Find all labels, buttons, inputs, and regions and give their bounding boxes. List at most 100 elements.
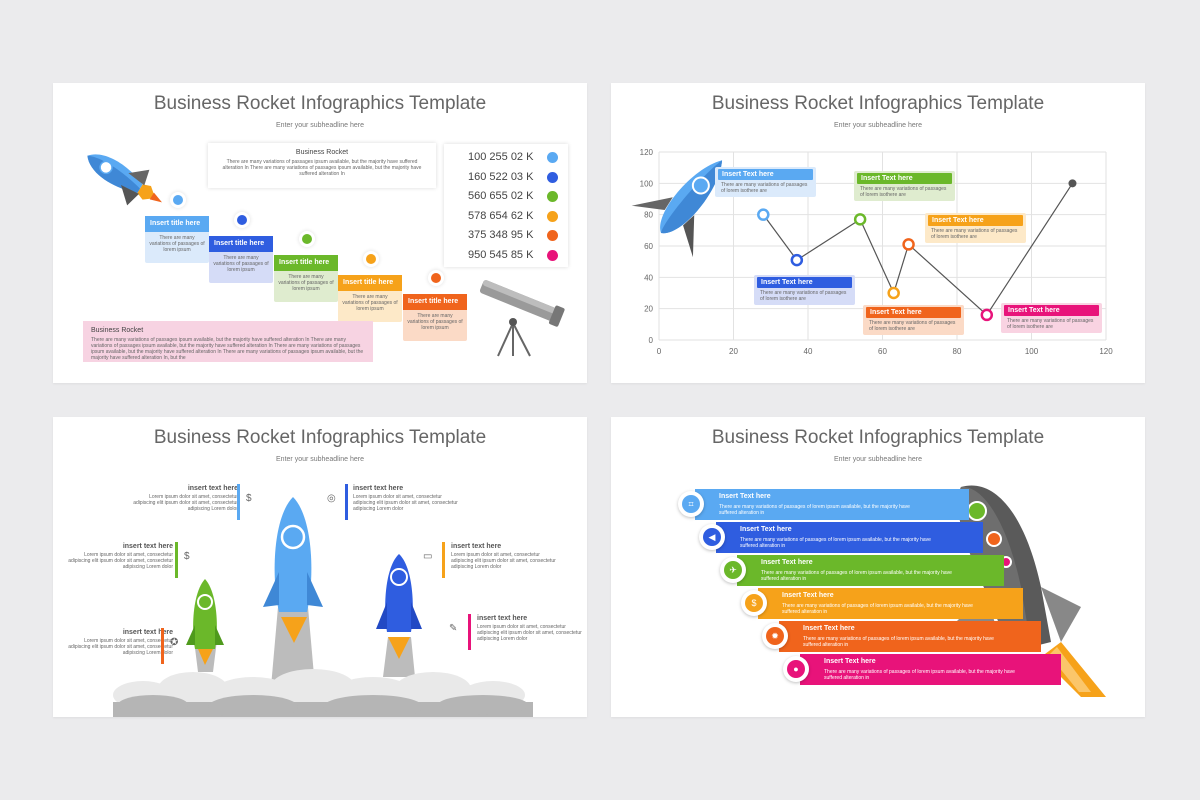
document-icon: ✎ — [449, 623, 458, 634]
callout-body: There are many variations of passages of… — [721, 182, 808, 194]
x-tick-label: 100 — [1025, 347, 1039, 356]
color-dot — [547, 230, 558, 241]
info-card-top: Business Rocket There are many variation… — [208, 143, 436, 188]
band-icon-badge: $ — [741, 590, 767, 616]
value-row: 100 255 02 K — [444, 149, 564, 168]
band-title: Insert Text here — [761, 559, 813, 566]
x-tick-label: 20 — [729, 347, 738, 356]
color-dot — [547, 171, 558, 183]
slide-1[interactable]: Business Rocket Infographics Template En… — [53, 83, 587, 383]
color-dot — [547, 249, 558, 261]
step-marker — [366, 254, 376, 264]
value-row: 578 654 62 K — [444, 208, 564, 227]
step-marker — [302, 234, 312, 244]
step-title: Insert title here — [338, 275, 402, 291]
telescope-icon — [479, 280, 565, 357]
item-title: insert text here — [353, 485, 404, 492]
callout-body: There are many variations of passages of… — [860, 186, 947, 198]
value-row: 160 522 03 K — [444, 169, 564, 188]
band-body: There are many variations of passages of… — [782, 603, 973, 615]
band-body: There are many variations of passages of… — [824, 669, 1015, 681]
step-title: Insert title here — [403, 294, 467, 310]
color-dot — [547, 152, 558, 163]
rocket-icon — [87, 154, 163, 206]
value-text: 950 545 85 K — [468, 248, 534, 261]
plane-icon: ✈ — [724, 561, 742, 579]
item-body: Lorem ipsum dolor sit amet, consectetur … — [68, 552, 173, 570]
callout-title: Insert Text here — [718, 169, 813, 180]
rocket-launch-illustration — [113, 497, 533, 717]
accent-bar — [237, 484, 240, 520]
info-card-heading: Business Rocket — [91, 327, 144, 334]
slide-subtitle: Enter your subheadline here — [276, 456, 364, 463]
item-body: Lorem ipsum dolor sit amet, consectetur … — [451, 552, 556, 570]
item-title: insert text here — [187, 485, 238, 492]
gear-icon: ✹ — [766, 627, 784, 645]
data-point — [887, 286, 900, 300]
callout-body: There are many variations of passages of… — [760, 290, 847, 302]
color-dot — [547, 191, 558, 202]
step-marker — [173, 195, 183, 205]
step-title: Insert title here — [209, 236, 273, 252]
x-tick-label: 0 — [657, 347, 662, 356]
callout-title: Insert Text here — [857, 173, 952, 184]
slide-title: Business Rocket Infographics Template — [711, 427, 1045, 448]
band-title: Insert Text here — [824, 658, 876, 665]
info-card-heading: Business Rocket — [295, 149, 349, 156]
callout-body: There are many variations of passages of… — [869, 320, 956, 332]
step-title: Insert title here — [274, 255, 338, 271]
slide-subtitle: Enter your subheadline here — [834, 122, 922, 129]
y-tick-label: 80 — [644, 211, 653, 220]
award-icon: ✪ — [170, 637, 179, 648]
band-title: Insert Text here — [719, 493, 771, 500]
y-tick-label: 120 — [640, 148, 654, 157]
crop-icon: ⌗ — [682, 495, 700, 513]
dollar-icon: $ — [184, 551, 190, 562]
coins-icon: $ — [745, 594, 763, 612]
presentation-icon: ▭ — [423, 551, 433, 562]
value-row: 375 348 95 K — [444, 227, 564, 246]
band-icon-badge: ✈ — [720, 557, 746, 583]
callout-title: Insert Text here — [866, 307, 961, 318]
slide-3[interactable]: Business Rocket Infographics Template En… — [53, 417, 587, 717]
item-body: Lorem ipsum dolor sit amet, consectetur … — [477, 624, 582, 642]
slide-2[interactable]: Business Rocket Infographics Template En… — [611, 83, 1145, 383]
accent-bar — [345, 484, 348, 520]
data-point — [980, 308, 994, 322]
rocket-icon — [631, 160, 723, 258]
callout-body: There are many variations of passages of… — [931, 228, 1018, 240]
item-body: Lorem ipsum dolor sit amet, consectetur … — [353, 494, 458, 512]
band-icon-badge: ✹ — [762, 623, 788, 649]
value-text: 375 348 95 K — [468, 229, 534, 241]
value-text: 100 255 02 K — [468, 151, 534, 163]
band-title: Insert Text here — [740, 526, 792, 533]
band-body: There are many variations of passages of… — [803, 636, 994, 648]
value-row: 560 655 02 K — [444, 188, 564, 207]
item-title: insert text here — [122, 543, 173, 550]
y-tick-label: 0 — [649, 336, 654, 345]
slide-title: Business Rocket Infographics Template — [711, 93, 1045, 114]
step-body: There are many variations of passages of… — [149, 235, 205, 253]
item-body: Lorem ipsum dolor sit amet, consectetur … — [133, 494, 238, 512]
lightbulb-icon: ● — [787, 660, 805, 678]
slide-4[interactable]: Business Rocket Infographics Template En… — [611, 417, 1145, 717]
megaphone-icon: ◀ — [703, 528, 721, 546]
